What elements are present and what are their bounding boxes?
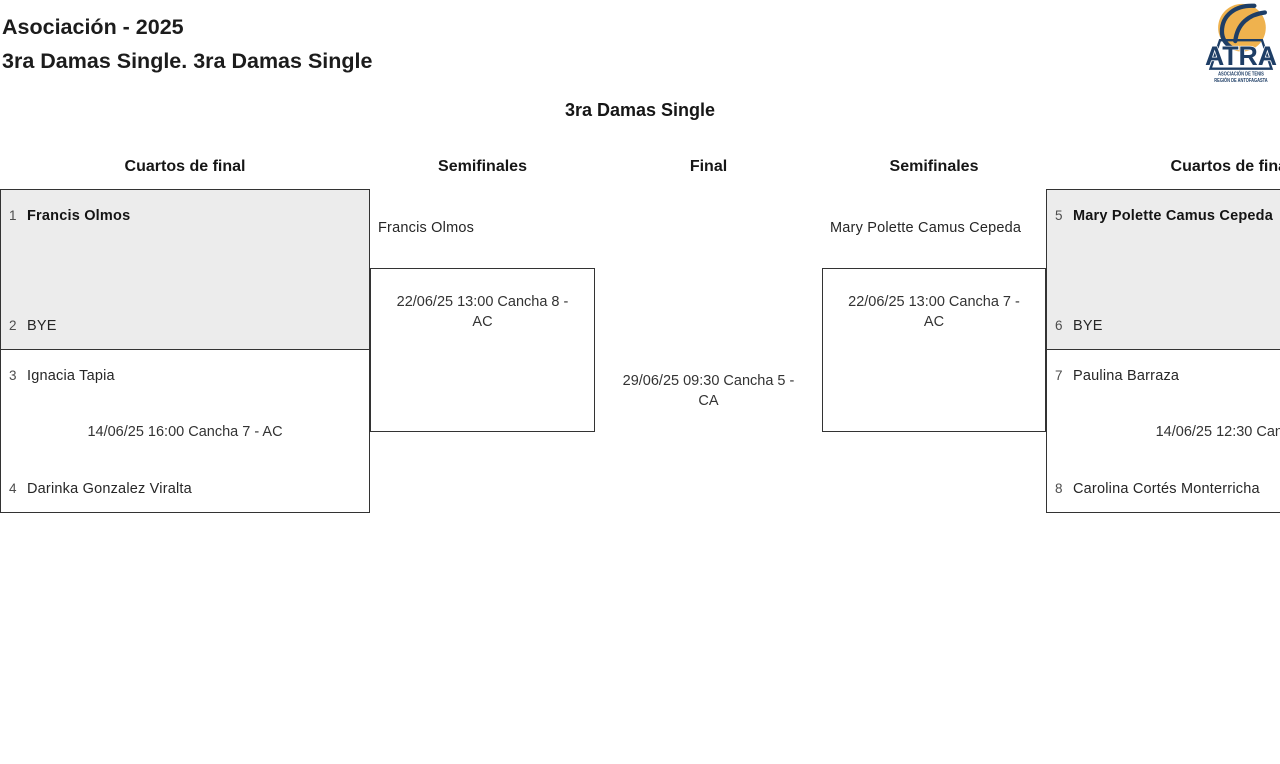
advanced-player-left: Francis Olmos: [378, 220, 475, 236]
logo-caption-line1: ASOCIACIÓN DE TENIS: [1218, 69, 1264, 77]
round-header-semifinals-right: Semifinales: [889, 158, 979, 175]
logo-caption-line2: REGIÓN DE ANTOFAGASTA: [1214, 76, 1268, 84]
match-semifinal-left[interactable]: 22/06/25 13:00 Cancha 8 - AC: [370, 268, 595, 432]
match-schedule: 14/06/25 16:00 Cancha 7 - AC: [87, 423, 283, 440]
player-row: 5 Mary Polette Camus Cepeda: [1055, 208, 1280, 224]
player-row: 7 Paulina Barraza: [1055, 368, 1280, 384]
tennis-ball-icon: ATRA ASOCIACIÓN DE TENIS REGIÓN DE ANTOF…: [1204, 3, 1278, 84]
player-row: 6 BYE: [1055, 318, 1280, 334]
seed-number: 7: [1055, 368, 1063, 383]
player-row: 1 Francis Olmos: [9, 208, 361, 224]
player-name: Francis Olmos: [27, 208, 131, 224]
round-header-quarterfinals-right: Cuartos de final: [1170, 158, 1280, 175]
player-row: 2 BYE: [9, 318, 361, 334]
round-header-final: Final: [689, 158, 728, 175]
player-row: 4 Darinka Gonzalez Viralta: [9, 481, 361, 497]
match-qf-left-bottom[interactable]: 3 Ignacia Tapia 14/06/25 16:00 Cancha 7 …: [0, 349, 370, 513]
page-title: Asociación - 2025: [2, 15, 184, 39]
round-header-semifinals-left: Semifinales: [438, 158, 527, 175]
match-schedule: 22/06/25 13:00 Cancha 8 - AC: [396, 294, 569, 330]
player-name: BYE: [1073, 318, 1103, 334]
page-subtitle: 3ra Damas Single. 3ra Damas Single: [2, 49, 373, 73]
bracket-title: 3ra Damas Single: [564, 100, 716, 120]
player-name: Carolina Cortés Monterricha: [1073, 481, 1260, 497]
seed-number: 1: [9, 208, 17, 223]
player-row: 3 Ignacia Tapia: [9, 368, 361, 384]
seed-number: 2: [9, 318, 17, 333]
match-semifinal-right[interactable]: 22/06/25 13:00 Cancha 7 - AC: [822, 268, 1046, 432]
match-final[interactable]: 29/06/25 09:30 Cancha 5 - CA: [595, 372, 822, 411]
player-name: Ignacia Tapia: [27, 368, 115, 384]
match-schedule: 14/06/25 12:30 Cancha: [1155, 423, 1280, 440]
player-row: 8 Carolina Cortés Monterricha: [1055, 481, 1280, 497]
seed-number: 3: [9, 368, 17, 383]
match-qf-right-top[interactable]: 5 Mary Polette Camus Cepeda 6 BYE: [1046, 189, 1280, 350]
round-header-quarterfinals-left: Cuartos de final: [124, 158, 246, 175]
match-schedule: 22/06/25 13:00 Cancha 7 - AC: [848, 294, 1020, 330]
player-name: Darinka Gonzalez Viralta: [27, 481, 192, 497]
player-name: BYE: [27, 318, 57, 334]
match-schedule: 29/06/25 09:30 Cancha 5 - CA: [622, 373, 795, 409]
match-qf-right-bottom[interactable]: 7 Paulina Barraza 14/06/25 12:30 Cancha …: [1046, 349, 1280, 513]
logo-acronym: ATRA: [1205, 41, 1277, 71]
atra-logo: ATRA ASOCIACIÓN DE TENIS REGIÓN DE ANTOF…: [1204, 2, 1278, 84]
seed-number: 6: [1055, 318, 1063, 333]
player-name: Mary Polette Camus Cepeda: [1073, 208, 1274, 224]
advanced-player-right: Mary Polette Camus Cepeda: [830, 220, 1022, 236]
seed-number: 5: [1055, 208, 1063, 223]
player-name: Paulina Barraza: [1073, 368, 1180, 384]
match-qf-left-top[interactable]: 1 Francis Olmos 2 BYE: [0, 189, 370, 350]
seed-number: 4: [9, 481, 17, 496]
seed-number: 8: [1055, 481, 1063, 496]
